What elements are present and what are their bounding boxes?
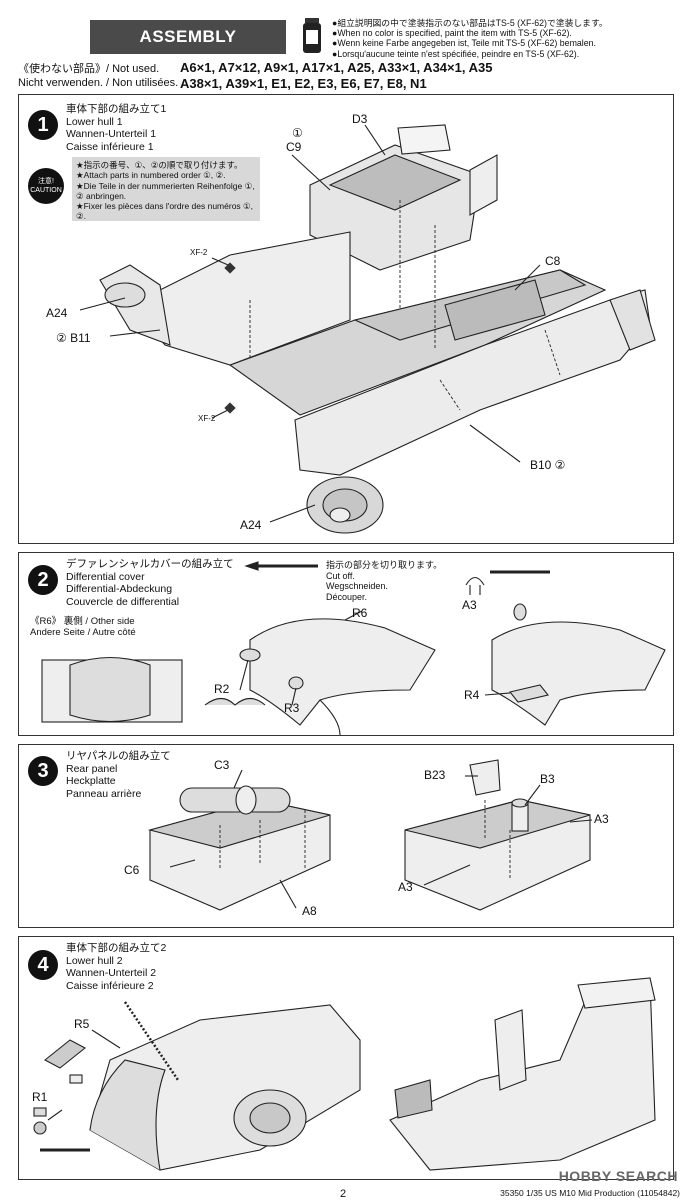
not-used-parts: A6×1, A7×12, A9×1, A17×1, A25, A33×1, A3… <box>180 60 492 92</box>
paint-note-de: ●Wenn keine Farbe angegeben ist, Teile m… <box>332 38 596 49</box>
caution-badge-jp: 注意! <box>38 178 54 185</box>
label-r5: R5 <box>74 1017 90 1031</box>
watermark: HOBBY SEARCH <box>558 1168 678 1184</box>
label-r4: R4 <box>464 688 480 702</box>
label-xf2-b: XF-2 <box>198 414 216 423</box>
step-3-panel <box>18 744 674 928</box>
cut-off-note: 指示の部分を切り取ります。 Cut off. Wegschneiden. Déc… <box>326 560 442 602</box>
not-used-parts-line-1: A6×1, A7×12, A9×1, A17×1, A25, A33×1, A3… <box>180 60 493 75</box>
label-a3-left: A3 <box>398 880 413 894</box>
label-a3-right: A3 <box>594 812 609 826</box>
assembly-banner: ASSEMBLY <box>90 20 286 54</box>
caution-line: ★Die Teile in der nummerierten Reihenfol… <box>76 180 255 201</box>
other-side-jp: 裏側 / Other side <box>63 616 135 627</box>
label-b3: B3 <box>540 772 555 786</box>
step-2-title-fr: Couvercle de differential <box>66 595 180 608</box>
footer-code: 35350 1/35 US M10 Mid Production (110548… <box>500 1188 680 1198</box>
label-r3: R3 <box>284 701 300 715</box>
paint-note-jp: ●組立説明図の中で塗装指示のない部品はTS-5 (XF-62)で塗装します。 <box>332 18 608 28</box>
label-b10: B10 ② <box>530 458 566 472</box>
label-c8: C8 <box>545 254 561 268</box>
label-d3: D3 <box>352 112 368 126</box>
cut-off-jp: 指示の部分を切り取ります。 <box>326 560 443 570</box>
step-4-title-en: Lower hull 2 <box>66 954 123 967</box>
paint-note-fr: ●Lorsqu'aucune teinte n'est spécifiée, p… <box>332 48 580 59</box>
caution-line: ★Fixer les pièces dans l'ordre des numér… <box>76 201 254 222</box>
caution-badge-en: CAUTION <box>30 187 62 194</box>
step-1-title-de: Wannen-Unterteil 1 <box>66 128 157 140</box>
caution-line: ★指示の番号、①、②の順で取り付けます。 <box>76 160 243 170</box>
step-2-number: 2 <box>28 565 58 595</box>
label-a24-top: A24 <box>46 306 68 320</box>
label-r1: R1 <box>32 1090 48 1104</box>
step-1-title-en: Lower hull 1 <box>66 115 123 128</box>
other-side-defr: Andere Seite / Autre côté <box>30 627 136 638</box>
step-2-title-jp: デファレンシャルカバーの組み立て <box>66 558 234 570</box>
step-1-number: 1 <box>28 110 58 140</box>
not-used-parts-line-2: A38×1, A39×1, E1, E2, E3, E6, E7, E8, N1 <box>180 76 427 91</box>
step-1-title: 車体下部の組み立て1 Lower hull 1 Wannen-Unterteil… <box>66 103 166 153</box>
other-side-ref: 《R6》 <box>30 616 62 627</box>
page-number: 2 <box>340 1188 347 1200</box>
paint-note-en: ●When no color is specified, paint the i… <box>332 28 572 39</box>
step-2-title-en: Differential cover <box>66 570 145 583</box>
caution-line: ★Attach parts in numbered order ①, ②. <box>76 170 226 181</box>
not-used-label: 《使わない部品》/ Not used. Nicht verwenden. / N… <box>18 62 178 90</box>
step-4-title-fr: Caisse inférieure 2 <box>66 979 154 992</box>
not-used-line-2: Nicht verwenden. / Non utilisées. <box>18 77 179 89</box>
step-2-title-de: Differential-Abdeckung <box>66 583 173 595</box>
step-4-title: 車体下部の組み立て2 Lower hull 2 Wannen-Unterteil… <box>66 942 166 992</box>
step-4-title-jp: 車体下部の組み立て2 <box>66 942 167 954</box>
label-b23: B23 <box>424 768 446 782</box>
caution-box: ★指示の番号、①、②の順で取り付けます。 ★Attach parts in nu… <box>72 157 260 221</box>
label-b11: ② B11 <box>56 331 91 345</box>
step-3-title-de: Heckplatte <box>66 775 116 787</box>
step-3-title-fr: Panneau arrière <box>66 787 142 800</box>
label-a3: A3 <box>462 598 477 612</box>
step-2-title: デファレンシャルカバーの組み立て Differential cover Diff… <box>66 558 234 608</box>
label-xf2-a: XF-2 <box>190 248 208 257</box>
step-1-title-fr: Caisse inférieure 1 <box>66 140 154 153</box>
label-a8: A8 <box>302 904 317 918</box>
step-3-number: 3 <box>28 756 58 786</box>
label-c9: C9 <box>286 140 302 154</box>
caution-badge: 注意! CAUTION <box>28 168 64 204</box>
cut-off-en: Cut off. <box>326 570 355 581</box>
label-c6: C6 <box>124 863 140 877</box>
label-r6: R6 <box>352 606 368 620</box>
label-r2: R2 <box>214 682 230 696</box>
other-side-line-1: 《R6》 裏側 / Other side <box>30 616 136 627</box>
cut-off-fr: Découper. <box>326 591 368 602</box>
label-a24-bottom: A24 <box>240 518 262 532</box>
step-3-title: リヤパネルの組み立て Rear panel Heckplatte Panneau… <box>66 750 171 800</box>
paint-note: ●組立説明図の中で塗装指示のない部品はTS-5 (XF-62)で塗装します。 ●… <box>332 18 672 59</box>
step-1-title-jp: 車体下部の組み立て1 <box>66 103 167 115</box>
label-c3: C3 <box>214 758 230 772</box>
other-side-note: 《R6》 裏側 / Other side Andere Seite / Autr… <box>30 616 136 638</box>
step-4-panel <box>18 936 674 1180</box>
label-c9-order: ① <box>292 126 303 140</box>
step-2-panel <box>18 552 674 736</box>
step-4-number: 4 <box>28 950 58 980</box>
step-1-panel <box>18 94 674 544</box>
step-3-title-jp: リヤパネルの組み立て <box>66 750 171 762</box>
step-4-title-de: Wannen-Unterteil 2 <box>66 967 157 979</box>
not-used-line-1: 《使わない部品》/ Not used. <box>18 63 160 75</box>
step-3-title-en: Rear panel <box>66 762 118 775</box>
paint-tube-icon <box>303 18 321 53</box>
cut-off-de: Wegschneiden. <box>326 581 388 591</box>
